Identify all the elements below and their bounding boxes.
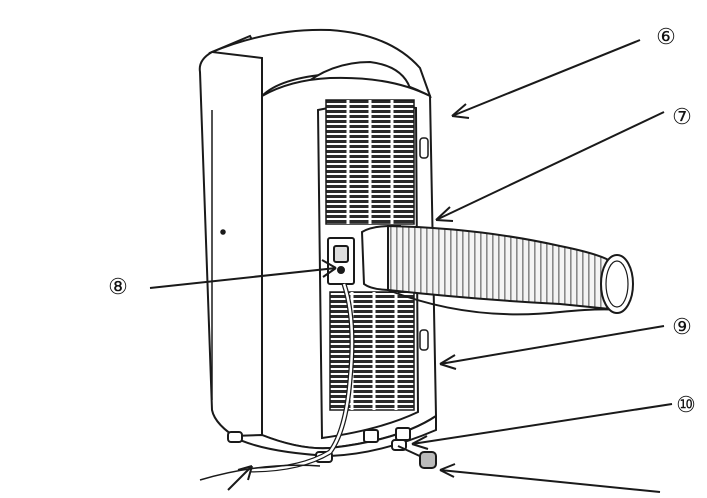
caster-left [227,431,243,443]
leader-line-drain-cap [439,469,661,493]
hose-opening-inner [605,260,629,308]
callout-7: ⑦ [672,105,692,130]
power-socket [327,237,355,285]
drain-outlets [363,427,437,469]
callout-8: ⑧ [108,275,128,300]
leader-line-9 [439,325,665,365]
drain-cap [419,451,437,469]
unit-top [208,28,432,99]
cord-loop [199,464,321,481]
arrow-drain-cap [439,463,456,478]
arrow-9 [439,354,457,370]
side-details [211,110,226,400]
callout-9: ⑨ [672,315,692,340]
leader-lines [149,39,673,493]
leader-line-8 [149,267,337,289]
unit-base [228,414,437,458]
arrow-power-cord [227,465,253,491]
lower-grille [329,291,415,411]
arrow-8 [321,259,337,278]
leader-line-10 [411,403,673,445]
callout-6: ⑥ [656,25,676,50]
upper-grille-dividers [346,100,394,224]
leader-line-7 [435,111,665,221]
arrow-10 [411,435,429,450]
arrow-6 [451,103,470,119]
callout-10: ⑩ [676,393,696,418]
unit-side-panel [198,34,263,442]
arrow-7 [435,206,454,222]
edge-latches [419,137,429,351]
leader-line-6 [451,39,641,117]
hose-bottom-curve [387,289,621,316]
